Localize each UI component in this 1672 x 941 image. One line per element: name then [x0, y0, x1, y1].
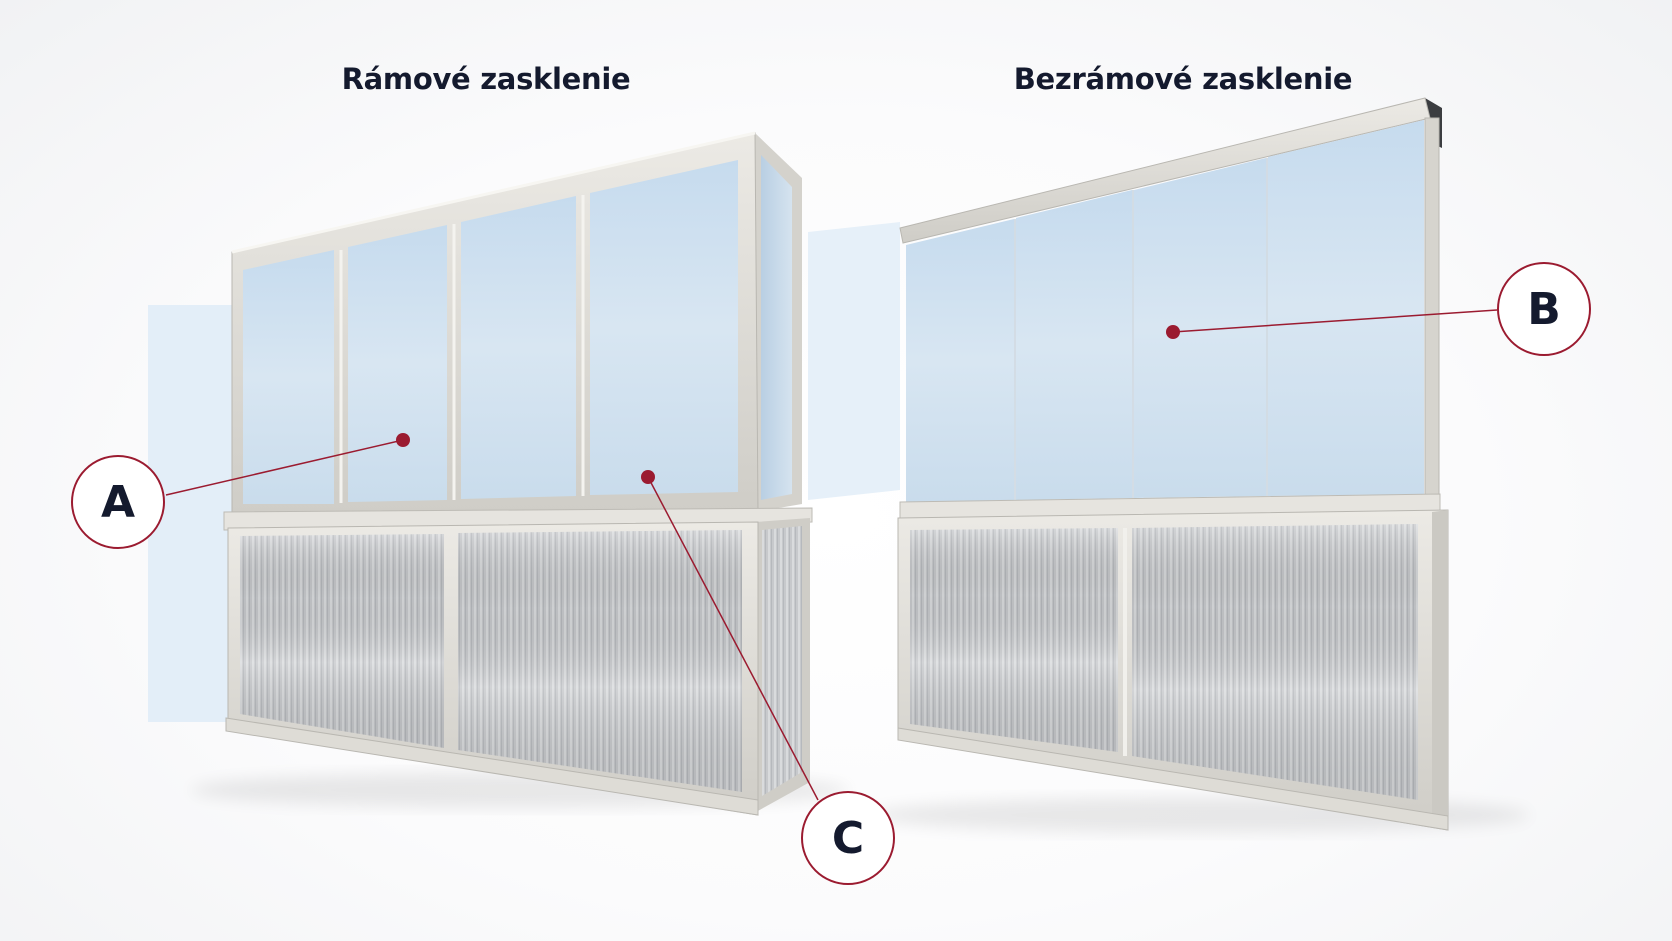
framed-glazing-unit: [223, 131, 813, 816]
callout-a: A: [71, 455, 165, 549]
background-panel-right: [808, 222, 900, 500]
leader-c: [647, 476, 819, 801]
marker-dot-c: [641, 470, 655, 484]
callout-b: B: [1497, 262, 1591, 356]
frameless-glass-pane-3: [1134, 158, 1266, 498]
framed-glass-pane-4: [590, 160, 738, 495]
frameless-lower-side: [1432, 510, 1448, 830]
leader-b: [1172, 309, 1498, 333]
framed-glass-pane-3: [461, 196, 576, 499]
frameless-lower-panel-1-shade: [910, 528, 1118, 752]
framed-top-rail: [231, 131, 756, 254]
framed-middle-ledge: [223, 507, 813, 531]
framed-lower-panel-1-shade: [240, 534, 444, 748]
callout-a-label: A: [100, 476, 136, 528]
callout-b-label: B: [1527, 283, 1561, 335]
framed-glass-pane-1: [243, 250, 334, 504]
framed-glass-pane-2: [348, 225, 447, 502]
callout-leaders: [165, 309, 1498, 801]
frameless-lower-panel-2-shade: [1132, 524, 1418, 800]
frameless-glazing-title: Bezrámové zasklenie: [1013, 62, 1353, 96]
callout-c-label: C: [831, 812, 865, 864]
framed-glazing-title: Rámové zasklenie: [341, 62, 631, 96]
framed-bottom-rail: [225, 717, 759, 816]
leader-a: [165, 439, 404, 496]
callout-c: C: [801, 791, 895, 885]
frameless-glass-pane-2: [1016, 190, 1132, 500]
marker-dot-b: [1166, 325, 1180, 339]
frameless-bottom-rail: [897, 727, 1449, 831]
framed-lower-side-panel: [762, 526, 802, 796]
frameless-glazing-unit: [897, 97, 1449, 831]
frameless-glass-pane-1: [906, 219, 1014, 502]
frameless-glass-pane-4: [1268, 120, 1424, 496]
framed-lower-panel-2-shade: [458, 530, 742, 792]
frameless-side-post: [1424, 117, 1440, 504]
framed-side-glass: [761, 155, 792, 500]
marker-dot-a: [396, 433, 410, 447]
